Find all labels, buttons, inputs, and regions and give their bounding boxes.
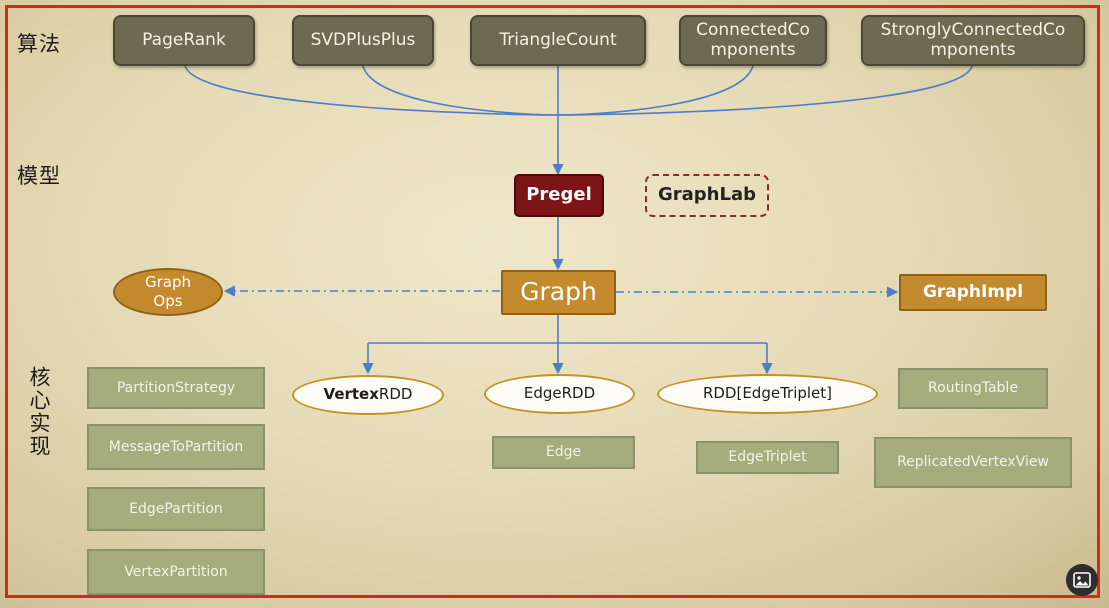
node-graph-impl[interactable]: GraphImpl (899, 274, 1047, 311)
label-core-impl: 核心实现 (27, 366, 51, 458)
impl-edge[interactable]: Edge (492, 436, 635, 469)
model-graphlab[interactable]: GraphLab (645, 174, 769, 217)
edge-strongly-pregel (557, 65, 973, 116)
node-graph-ops[interactable]: Graph Ops (113, 268, 223, 316)
node-graph[interactable]: Graph (501, 270, 616, 315)
algo-stronglyconnectedcomponents[interactable]: StronglyConnectedCo mponents (861, 15, 1085, 66)
rdd-edge-triplet[interactable]: RDD[EdgeTriplet] (657, 374, 878, 414)
impl-edge-partition[interactable]: EdgePartition (87, 487, 265, 531)
image-icon[interactable] (1066, 564, 1098, 596)
edge-svdplusplus-pregel (362, 65, 559, 116)
algo-connectedcomponents[interactable]: ConnectedCo mponents (679, 15, 827, 66)
vertex-rdd-prefix: Vertex (323, 385, 379, 404)
label-algorithm: 算法 (17, 32, 61, 56)
algo-pagerank[interactable]: PageRank (113, 15, 255, 66)
impl-partition-strategy[interactable]: PartitionStrategy (87, 367, 265, 409)
selection-frame (5, 5, 1100, 598)
label-model: 模型 (17, 164, 61, 188)
impl-replicated-vertex-view[interactable]: ReplicatedVertexView (874, 437, 1072, 488)
image-icon-glyph (1073, 572, 1091, 588)
model-pregel[interactable]: Pregel (514, 174, 604, 217)
impl-vertex-partition[interactable]: VertexPartition (87, 549, 265, 595)
algo-trianglecount[interactable]: TriangleCount (470, 15, 646, 66)
impl-routing-table[interactable]: RoutingTable (898, 368, 1048, 409)
graph-ops-label: Graph Ops (144, 273, 191, 310)
rdd-edge[interactable]: EdgeRDD (484, 374, 635, 414)
impl-edge-triplet[interactable]: EdgeTriplet (696, 441, 839, 474)
algo-svdplusplus[interactable]: SVDPlusPlus (292, 15, 434, 66)
impl-message-to-partition[interactable]: MessageToPartition (87, 424, 265, 470)
vertex-rdd-suffix: RDD (378, 385, 413, 404)
